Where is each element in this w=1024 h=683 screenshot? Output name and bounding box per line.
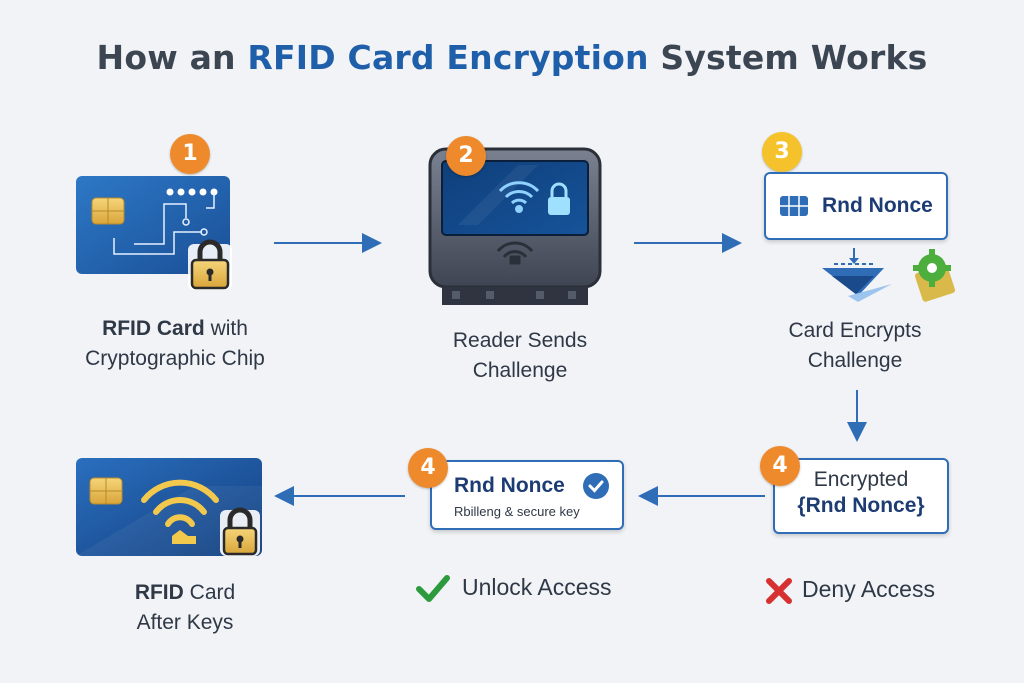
step-1-caption: RFID Card with Cryptographic Chip: [60, 314, 290, 374]
title-suffix: System Works: [648, 38, 928, 77]
wireless-icon: [498, 181, 540, 213]
step-1-caption-line2: Cryptographic Chip: [85, 347, 265, 370]
final-caption-line2: After Keys: [136, 611, 234, 634]
chip-icon: [780, 196, 808, 216]
step-2-caption-line2: Challenge: [472, 359, 568, 382]
step-1-caption-bold: RFID Card: [102, 317, 205, 340]
final-card-caption: RFID Card After Keys: [70, 578, 300, 638]
step-3-nonce-box: Rnd Nonce: [764, 172, 948, 240]
checkmark-icon: [416, 575, 450, 602]
deny-access-result: Deny Access: [764, 574, 964, 608]
check-circle-icon: [583, 473, 609, 499]
chip-icon: [89, 477, 123, 505]
final-caption-rest: Card: [183, 581, 236, 604]
encrypted-nonce-box: Encrypted {Rnd Nonce}: [773, 458, 949, 534]
step-2-badge: 2: [446, 136, 486, 176]
step-4-badge-right: 4: [760, 446, 800, 486]
cross-icon: [766, 578, 792, 604]
step-2-caption: Reader Sends Challenge: [405, 326, 635, 386]
step-3-caption: Card Encrypts Challenge: [740, 316, 970, 376]
encrypted-label: Encrypted: [813, 468, 909, 491]
final-caption-bold: RFID: [134, 581, 184, 604]
gear-icon: [913, 249, 956, 302]
encrypted-nonce-label: {Rnd Nonce}: [797, 494, 925, 517]
encrypt-process-icons: [822, 248, 956, 302]
step-4-badge-middle: 4: [408, 448, 448, 488]
verified-nonce-sub: Rbilleng & secure key: [454, 504, 580, 519]
lock-icon: [188, 239, 232, 290]
unlock-access-label: Unlock Access: [462, 574, 612, 600]
step-3-caption-line1: Card Encrypts: [788, 319, 922, 342]
verified-nonce-label: Rnd Nonce: [454, 474, 565, 497]
step-3-nonce-label: Rnd Nonce: [822, 194, 933, 217]
screen-lock-icon: [548, 182, 570, 215]
step-3-badge: 3: [762, 132, 802, 172]
rfid-card-illustration: [76, 176, 232, 290]
step-3-caption-line2: Challenge: [807, 349, 903, 372]
deny-access-label: Deny Access: [802, 576, 935, 602]
lock-icon: [220, 507, 260, 556]
title-prefix: How an: [96, 38, 248, 77]
title-highlight: RFID Card Encryption: [247, 38, 649, 77]
step-2-caption-line1: Reader Sends: [452, 329, 588, 352]
page-title: How an RFID Card Encryption System Works: [0, 38, 1024, 77]
rfid-reader-illustration: [428, 147, 602, 305]
unlock-access-result: Unlock Access: [416, 572, 646, 606]
step-1-caption-rest: with: [204, 317, 248, 340]
verified-nonce-box: Rnd Nonce Rbilleng & secure key: [430, 460, 624, 530]
wifi-icon: [141, 479, 219, 527]
contactless-icon: [496, 241, 534, 265]
funnel-icon: [822, 248, 892, 302]
chip-icon: [91, 197, 125, 225]
step-1-badge: 1: [170, 134, 210, 174]
rfid-card-final-illustration: [76, 458, 262, 556]
